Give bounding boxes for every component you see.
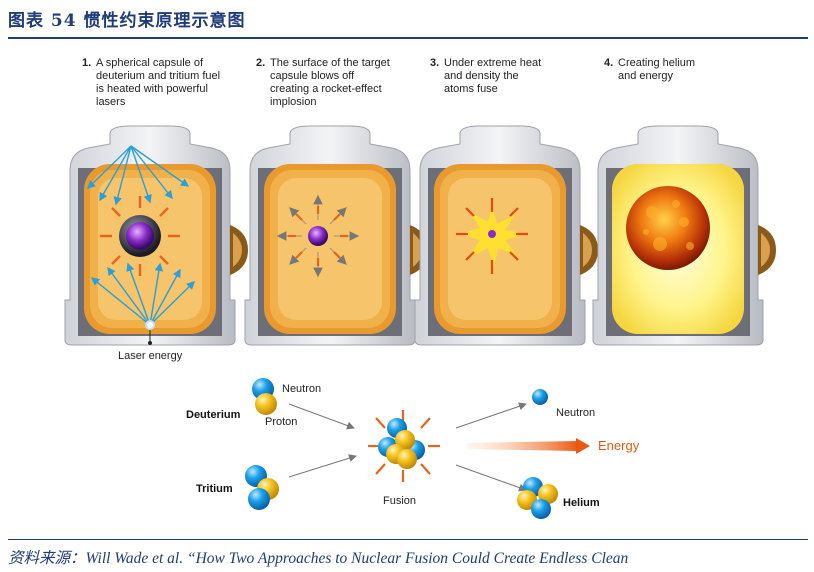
fuel-capsule-icon: [126, 222, 154, 250]
laser-beams-icon: [86, 145, 196, 326]
step-4-text: Creating helium and energy: [618, 57, 696, 82]
title-divider: [8, 37, 808, 39]
imploding-capsule-icon: [308, 226, 328, 246]
panel-1-heat-rays-icon: [100, 196, 180, 276]
fusion-nucleus-icon: [378, 418, 425, 469]
energy-label: Energy: [598, 438, 640, 453]
laser-entry-point-icon: [145, 320, 155, 330]
emitted-neutron-icon: [532, 389, 548, 405]
tritium-arrow-icon: [288, 454, 357, 478]
fusion-label: Fusion: [383, 495, 417, 507]
laser-pointer-dot-icon: [148, 341, 152, 345]
step-3-caption: 3. Under extreme heat and density the at…: [430, 57, 550, 96]
panel-2-blowoff-rays-icon: [288, 206, 348, 266]
deuterium-label: Deuterium: [186, 409, 241, 421]
proton-label: Proton: [265, 416, 298, 428]
deuterium-proton-icon: [255, 393, 277, 415]
energy-arrow-body-icon: [466, 441, 578, 451]
neutron-out-arrow-icon: [455, 402, 527, 429]
energy-arrow-head-icon: [576, 438, 590, 454]
source-divider: [8, 539, 808, 540]
fusion-diagram-art: [64, 125, 777, 519]
tritium-neutron-2-icon: [248, 488, 270, 510]
helium-out-arrow-icon: [455, 464, 527, 492]
source-note: 资料来源：Will Wade et al. “How Two Approache…: [8, 550, 629, 567]
deuterium-arrow-icon: [288, 403, 355, 430]
tritium-label: Tritium: [196, 483, 233, 495]
neutron-out-label: Neutron: [556, 407, 596, 419]
step-4-number: 4.: [604, 57, 614, 69]
sun-energy-icon: [626, 186, 710, 270]
deuterium-neutron-label: Neutron: [282, 383, 322, 395]
step-1-caption: 1. A spherical capsule of deuterium and …: [82, 57, 222, 109]
figure-title: 图表 54 惯性约束原理示意图: [8, 11, 246, 31]
step-1-number: 1.: [82, 57, 92, 69]
step-4-caption: 4. Creating helium and energy: [604, 57, 714, 83]
sun-texture-icon: [643, 200, 694, 251]
step-2-number: 2.: [256, 57, 266, 69]
laser-energy-label: Laser energy: [118, 350, 183, 362]
step-3-number: 3.: [430, 57, 440, 69]
helium-label: Helium: [563, 497, 600, 509]
helium-nucleus-icon: [517, 477, 558, 519]
step-1-text: A spherical capsule of deuterium and tri…: [96, 57, 221, 108]
step-3-text: Under extreme heat and density the atoms…: [444, 57, 542, 95]
fusion-burst-icon: [456, 198, 528, 274]
step-2-text: The surface of the target capsule blows …: [270, 57, 390, 108]
step-2-caption: 2. The surface of the target capsule blo…: [256, 57, 396, 109]
